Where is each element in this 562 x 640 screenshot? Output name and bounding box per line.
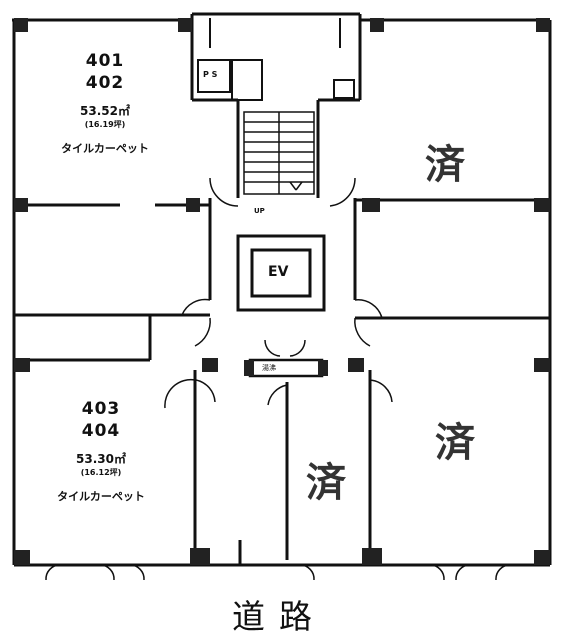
unit-floor-type: タイルカーペット — [61, 142, 149, 155]
occupied-mark-upper-right: 済 — [425, 141, 465, 188]
unit-401-402-label: 401 402 53.52㎡ (16.19坪) タイルカーペット — [40, 50, 170, 156]
pantry-label: 湯沸 — [262, 364, 276, 372]
unit-number: 404 — [81, 421, 121, 441]
occupied-mark-lower-right: 済 — [435, 419, 475, 466]
unit-403-404-label: 403 404 53.30㎡ (16.12坪) タイルカーペット — [36, 398, 166, 504]
unit-tsubo: (16.19坪) — [84, 120, 126, 129]
pipe-space-label: P S — [203, 70, 218, 79]
unit-number: 401 — [85, 51, 125, 71]
elevator-label: EV — [268, 264, 289, 280]
occupied-mark-lower-center: 済 — [306, 459, 346, 506]
unit-number: 402 — [85, 73, 125, 93]
unit-floor-type: タイルカーペット — [57, 490, 145, 503]
unit-number: 403 — [81, 399, 121, 419]
stairs-up-label: UP — [254, 207, 265, 215]
road-label: 道路 — [232, 597, 326, 636]
unit-tsubo: (16.12坪) — [80, 468, 122, 477]
unit-area: 53.52㎡ — [80, 104, 130, 118]
unit-area: 53.30㎡ — [76, 452, 126, 466]
